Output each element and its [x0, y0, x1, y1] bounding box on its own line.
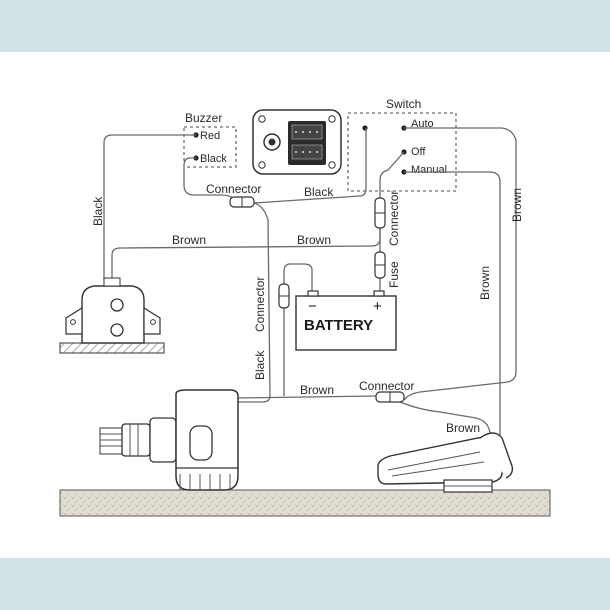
battery-label: BATTERY	[304, 317, 373, 334]
label-connector-top: Connector	[206, 182, 261, 196]
wires	[103, 127, 517, 444]
switch-manual-label: Manual	[411, 164, 447, 176]
wire-labels: Connector Black Black Brown Brown Connec…	[91, 182, 524, 435]
label-brown-float: Brown	[446, 421, 480, 435]
label-brown-right-outer: Brown	[510, 188, 524, 222]
label-brown-bottom: Brown	[300, 383, 334, 397]
label-connector-bottom: Connector	[359, 379, 414, 393]
switch-auto-label: Auto	[411, 118, 434, 130]
inline-connectors	[229, 196, 405, 403]
label-brown-left: Brown	[172, 233, 206, 247]
buzzer-red-label: Red	[200, 130, 220, 142]
label-black-top: Black	[304, 185, 334, 199]
label-black-left: Black	[91, 196, 105, 226]
buzzer-block: Buzzer Red Black	[183, 111, 237, 168]
label-brown-middle: Brown	[297, 233, 331, 247]
label-brown-right-inner: Brown	[478, 266, 492, 300]
label-black-vertical: Black	[253, 350, 267, 380]
switch-label: Switch	[386, 97, 421, 111]
buzzer-black-label: Black	[200, 153, 227, 165]
bottom-band	[0, 558, 610, 610]
battery-minus-label: −	[308, 298, 317, 315]
ground-floor	[59, 489, 551, 517]
battery-plus-label: +	[373, 298, 382, 315]
top-band	[0, 0, 610, 52]
switch-off-label: Off	[411, 146, 426, 158]
float-switch	[377, 432, 514, 493]
label-fuse: Fuse	[387, 261, 401, 288]
bilge-pump	[99, 389, 239, 491]
buzzer-label: Buzzer	[185, 111, 222, 125]
control-panel	[252, 109, 342, 175]
float-switch-mount	[59, 277, 165, 354]
label-connector-left: Connector	[253, 277, 267, 332]
battery: − + BATTERY	[295, 290, 397, 351]
label-connector-right: Connector	[387, 191, 401, 246]
switch-block: Switch Auto Off Manual	[347, 97, 457, 192]
